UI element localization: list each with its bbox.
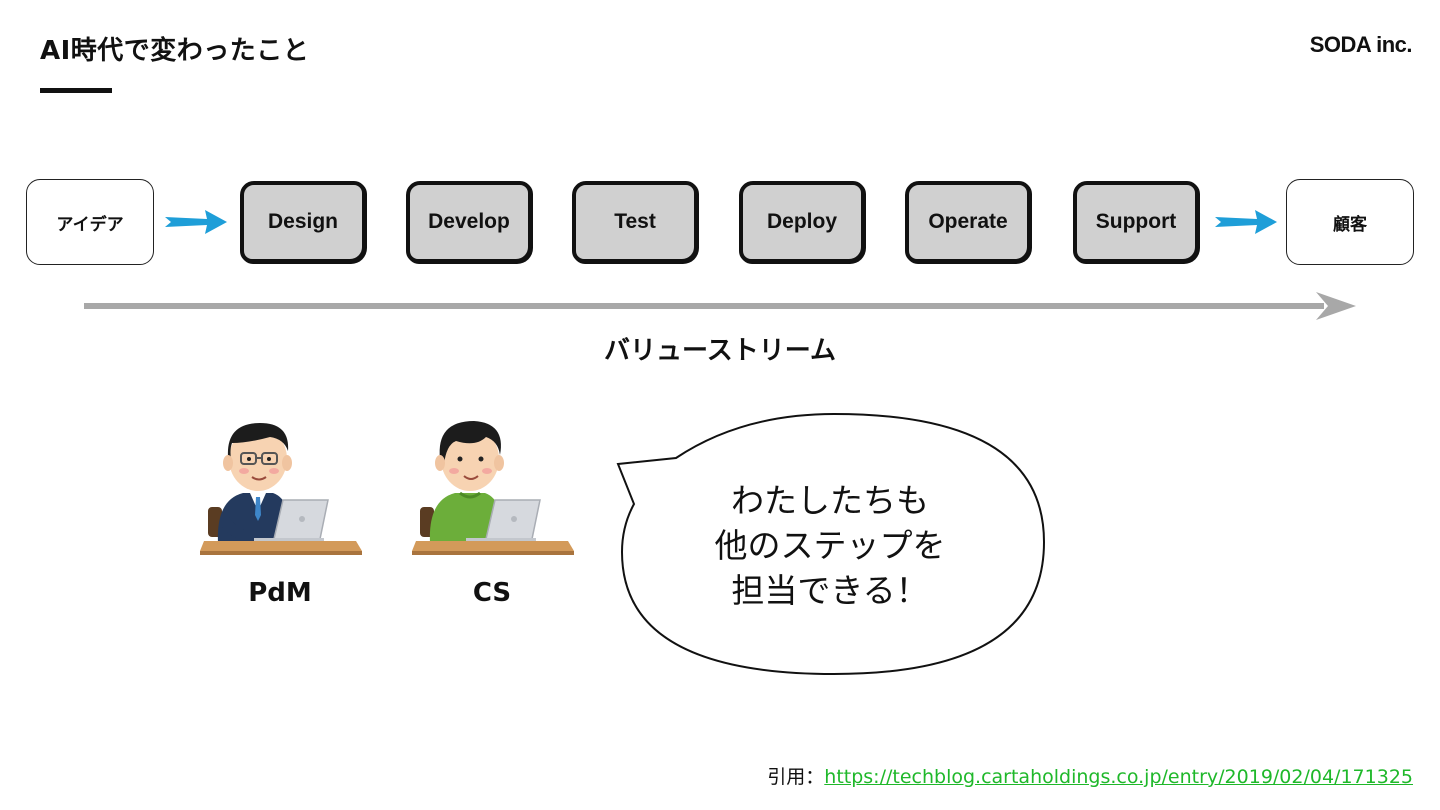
citation: 引用：https://techblog.cartaholdings.co.jp/… [767, 762, 1413, 789]
blue-arrow-icon [165, 210, 227, 234]
businessman-laptop-icon [200, 423, 362, 555]
title-underline [40, 88, 112, 93]
speech-bubble [616, 412, 1046, 676]
stage-deploy: Deploy [739, 181, 865, 263]
man-green-sweater-laptop-icon [412, 421, 574, 555]
speech-bubble-text: わたしたちも 他のステップを 担当できる！ [660, 478, 1000, 613]
citation-prefix: 引用： [767, 766, 825, 788]
slide-title: AI時代で変わったこと [40, 36, 310, 66]
blue-arrow-icon [1215, 210, 1277, 234]
stage-support: Support [1073, 181, 1199, 263]
speech-line: 他のステップを [714, 526, 946, 565]
stage-operate: Operate [905, 181, 1031, 263]
pdm-label: PdM [248, 578, 312, 608]
stage-design: Design [240, 181, 366, 263]
value-stream-arrow-icon [84, 292, 1356, 320]
citation-link[interactable]: https://techblog.cartaholdings.co.jp/ent… [824, 766, 1413, 788]
value-stream-label: バリューストリーム [604, 336, 836, 366]
idea-box: アイデア [26, 179, 154, 265]
customer-box: 顧客 [1286, 179, 1414, 265]
speech-line: わたしたちも [731, 481, 929, 520]
stage-test: Test [572, 181, 698, 263]
stage-develop: Develop [406, 181, 532, 263]
soda-logo: SODA inc. [1309, 32, 1413, 57]
cs-label: CS [472, 578, 512, 608]
speech-line: 担当できる！ [731, 571, 929, 610]
